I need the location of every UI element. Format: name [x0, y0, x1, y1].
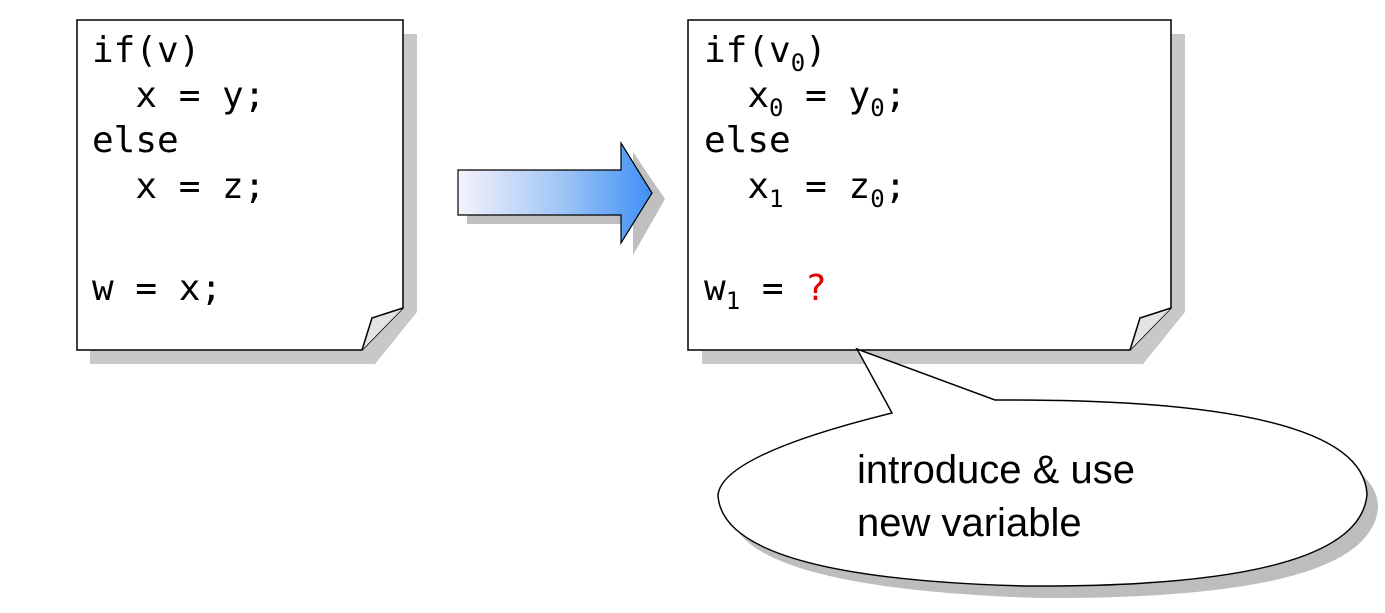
callout-text-line-2: new variable [857, 501, 1082, 545]
right-code-line-6: w1 = ? [704, 268, 827, 315]
arrow-body [457, 140, 653, 246]
speech-bubble-callout: introduce & use new variable [717, 347, 1379, 599]
right-code-line-3: else [704, 120, 791, 161]
callout-text-line-1: introduce & use [857, 448, 1135, 492]
right-code-line-4: x1 = z0; [704, 166, 906, 213]
left-code-line-3: else [92, 120, 179, 161]
left-code-line-6: w = x; [92, 268, 222, 309]
left-note-fold-corner [361, 307, 404, 351]
right-note-fold-corner [1129, 307, 1172, 351]
left-code-line-4: x = z; [92, 166, 265, 207]
right-code-line-2: x0 = y0; [704, 75, 906, 122]
right-code-note: if(v0) x0 = y0; else x1 = z0; w1 = ? [687, 19, 1185, 364]
left-code-line-2: x = y; [92, 75, 265, 116]
callout-bubble [717, 347, 1368, 587]
left-code-line-1: if(v) [92, 30, 200, 71]
right-code-line-1: if(v0) [704, 30, 827, 77]
transform-arrow-icon [457, 140, 665, 255]
unknown-value-question-mark: ? [805, 268, 827, 309]
left-code-note: if(v) x = y; else x = z; w = x; [76, 19, 417, 364]
